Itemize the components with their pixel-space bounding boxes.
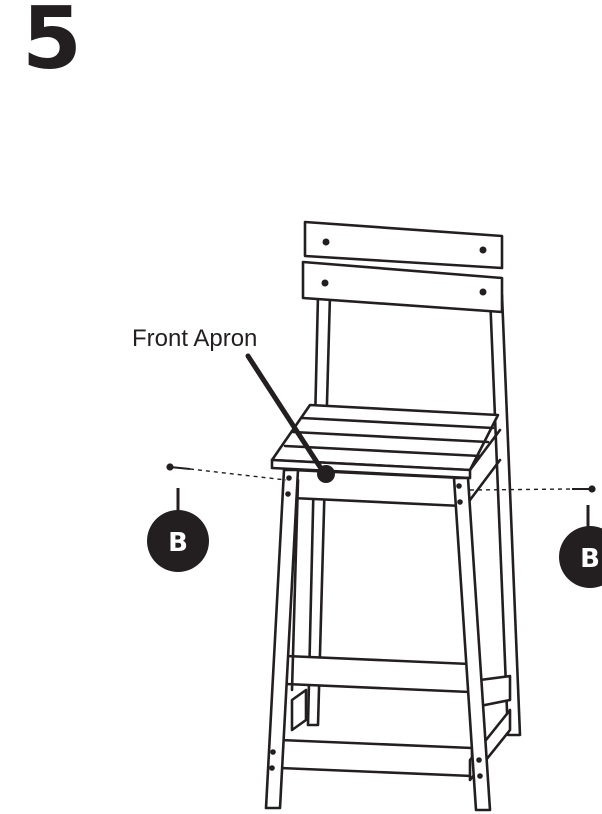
badge-leaders — [176, 488, 590, 528]
hardware-badge-right: B — [559, 526, 602, 588]
hardware-badge-left: B — [147, 510, 209, 572]
svg-text:B: B — [168, 528, 188, 558]
backrest — [301, 220, 504, 314]
stretchers — [278, 654, 512, 782]
svg-text:B: B — [580, 544, 600, 574]
front-legs — [264, 468, 492, 812]
step-number: 5 — [22, 0, 82, 89]
callout-leader — [245, 353, 335, 483]
screw-left — [166, 463, 191, 471]
insertion-lines — [189, 468, 573, 491]
screw-holes — [269, 238, 487, 779]
screw-right — [572, 485, 596, 493]
callout-label: Front Apron — [132, 325, 257, 352]
